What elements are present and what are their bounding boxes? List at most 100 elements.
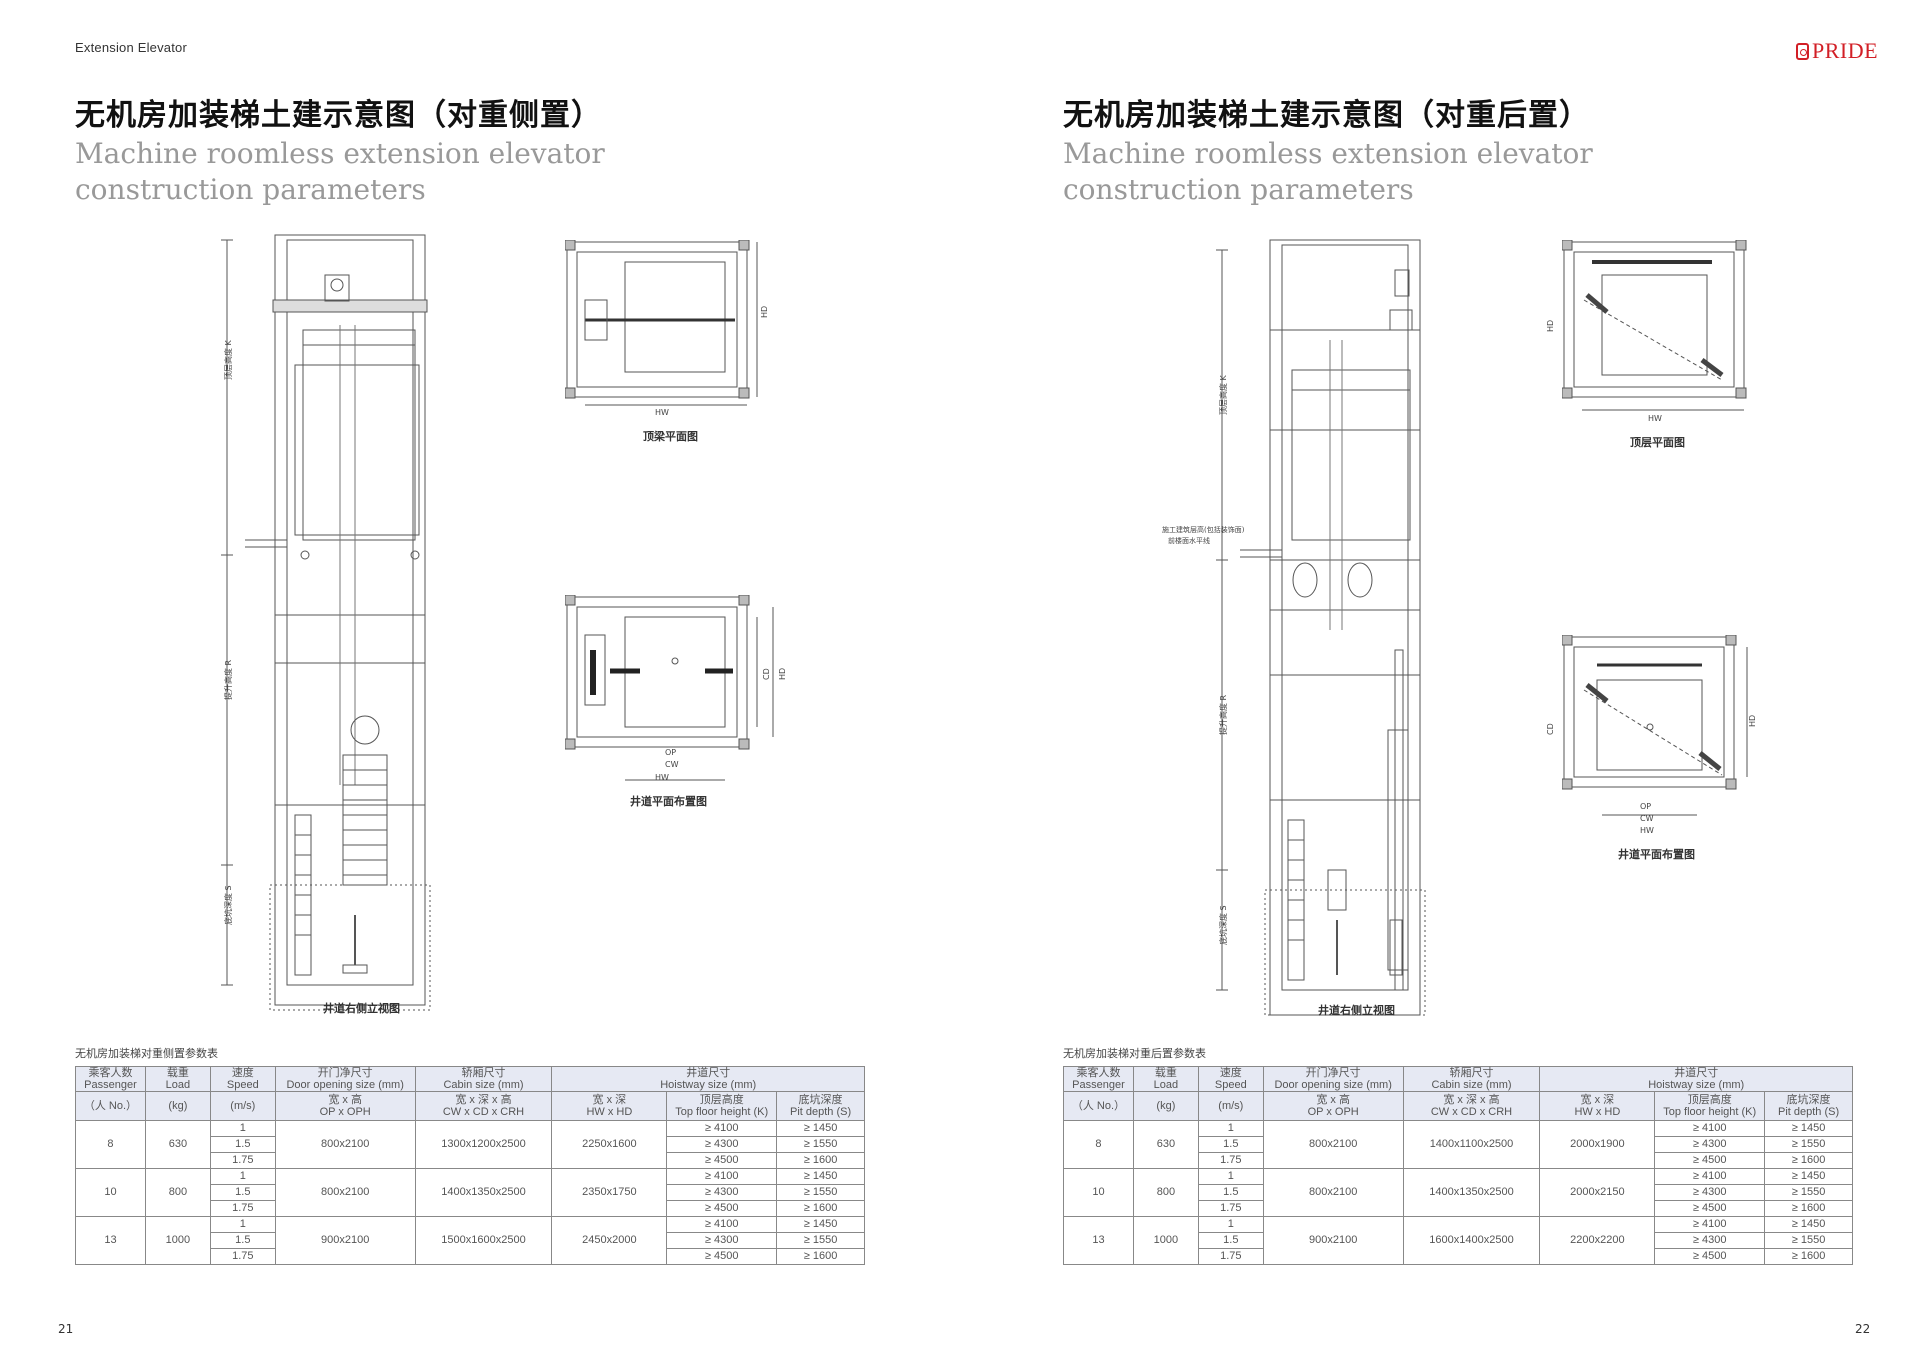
cell-door: 800x2100 <box>1262 1120 1404 1169</box>
left-table-body: 8 630 1 800x2100 1300x1200x2500 2250x160… <box>75 1120 865 1265</box>
cell-k: ≥ 4300 <box>666 1232 778 1249</box>
table-row: 1.75 ≥ 4500 ≥ 1600 <box>76 1152 865 1169</box>
cell-s: ≥ 1450 <box>1764 1120 1853 1137</box>
cell-k: ≥ 4100 <box>1654 1168 1766 1185</box>
left-shaft-plan-hd: HD <box>778 667 787 680</box>
cell-k: ≥ 4500 <box>666 1200 778 1217</box>
cell-k: ≥ 4500 <box>1654 1248 1766 1265</box>
cell-s: ≥ 1550 <box>1764 1136 1853 1153</box>
cell-hoistway: 2000x1900 <box>1539 1120 1656 1169</box>
left-label-pit: 底坑深度 S <box>224 885 233 925</box>
cell-load: 1000 <box>144 1216 211 1265</box>
cell-s: ≥ 1450 <box>776 1216 865 1233</box>
left-top-plan-hd: HD <box>760 305 769 318</box>
cell-speed: 1 <box>1197 1120 1264 1137</box>
cell-passenger: 8 <box>75 1120 146 1169</box>
cell-s: ≥ 1600 <box>1764 1248 1853 1265</box>
cell-s: ≥ 1600 <box>1764 1152 1853 1169</box>
cell-s: ≥ 1600 <box>776 1248 865 1265</box>
table-row: 1.5 ≥ 4300 ≥ 1550 <box>76 1184 865 1201</box>
right-elevation-drawing <box>1210 230 1440 1020</box>
left-title-en-line1: Machine roomless extension elevator <box>75 137 605 170</box>
cell-s: ≥ 1450 <box>776 1120 865 1137</box>
cell-speed: 1.75 <box>209 1152 276 1169</box>
cell-door: 800x2100 <box>274 1168 416 1217</box>
left-title-en: Machine roomless extension elevator cons… <box>75 136 605 208</box>
cell-s: ≥ 1600 <box>776 1152 865 1169</box>
cell-cabin: 1600x1400x2500 <box>1402 1216 1541 1265</box>
table-row: 10 800 1 800x2100 1400x1350x2500 2000x21… <box>1063 1168 1853 1217</box>
right-title-en-line2: construction parameters <box>1063 173 1414 206</box>
cell-speed: 1.75 <box>209 1200 276 1217</box>
cell-s: ≥ 1600 <box>776 1200 865 1217</box>
cell-door: 800x2100 <box>274 1120 416 1169</box>
left-label-top-height: 顶层高度 K <box>224 340 233 380</box>
cell-speed: 1.5 <box>1197 1232 1264 1249</box>
cell-speed: 1.75 <box>209 1248 276 1265</box>
cell-cabin: 1400x1350x2500 <box>414 1168 553 1217</box>
right-label-travel: 提升高度 R <box>1219 694 1228 735</box>
right-top-plan-hw: HW <box>1648 414 1662 423</box>
right-title-en-line1: Machine roomless extension elevator <box>1063 137 1593 170</box>
cell-hoistway: 2200x2200 <box>1539 1216 1656 1265</box>
cell-door: 800x2100 <box>1262 1168 1404 1217</box>
right-label-pit: 底坑深度 S <box>1219 905 1228 945</box>
cell-speed: 1.5 <box>209 1184 276 1201</box>
left-label-travel: 提升高度 R <box>224 659 233 700</box>
th-unit-speed: (m/s) <box>209 1091 276 1121</box>
right-shaft-plan-op: OP <box>1640 802 1652 811</box>
cell-k: ≥ 4300 <box>666 1136 778 1153</box>
cell-speed: 1 <box>209 1168 276 1185</box>
cell-s: ≥ 1450 <box>1764 1216 1853 1233</box>
brand-name: PRIDE <box>1812 38 1879 63</box>
table-row: 13 1000 1 900x2100 1500x1600x2500 2450x2… <box>75 1216 865 1265</box>
cell-k: ≥ 4300 <box>666 1184 778 1201</box>
left-top-plan-drawing <box>565 240 765 420</box>
table-row: 1.75 ≥ 4500 ≥ 1600 <box>1064 1248 1853 1265</box>
cell-s: ≥ 1450 <box>1764 1168 1853 1185</box>
cell-load: 1000 <box>1132 1216 1199 1265</box>
cell-speed: 1.5 <box>209 1136 276 1153</box>
cell-hoistway: 2450x2000 <box>551 1216 668 1265</box>
cell-passenger: 10 <box>1063 1168 1134 1217</box>
cell-s: ≥ 1450 <box>776 1168 865 1185</box>
right-shaft-plan-drawing <box>1562 635 1762 835</box>
cell-k: ≥ 4500 <box>1654 1200 1766 1217</box>
right-caption-top-plan: 顶层平面图 <box>1630 436 1685 449</box>
table-row: 8 630 1 800x2100 1300x1200x2500 2250x160… <box>75 1120 865 1169</box>
cell-passenger: 13 <box>75 1216 146 1265</box>
cell-speed: 1 <box>209 1216 276 1233</box>
table-row: 1.5 ≥ 4300 ≥ 1550 <box>1064 1232 1853 1249</box>
right-caption-shaft-plan: 井道平面布置图 <box>1618 848 1695 861</box>
right-title-zh: 无机房加装梯土建示意图（对重后置） <box>1063 98 1590 133</box>
cell-k: ≥ 4100 <box>666 1168 778 1185</box>
table-row: 10 800 1 800x2100 1400x1350x2500 2350x17… <box>75 1168 865 1217</box>
left-caption-elevation: 井道右侧立视图 <box>323 1002 400 1015</box>
cell-speed: 1.5 <box>209 1232 276 1249</box>
cell-k: ≥ 4100 <box>1654 1120 1766 1137</box>
cell-speed: 1.5 <box>1197 1136 1264 1153</box>
left-title-zh: 无机房加装梯土建示意图（对重侧置） <box>75 98 602 133</box>
cell-cabin: 1400x1350x2500 <box>1402 1168 1541 1217</box>
right-label-note2: 前楼面水平线 <box>1168 537 1210 545</box>
cell-load: 800 <box>144 1168 211 1217</box>
cell-passenger: 13 <box>1063 1216 1134 1265</box>
cell-speed: 1.75 <box>1197 1152 1264 1169</box>
cell-s: ≥ 1550 <box>1764 1232 1853 1249</box>
cell-k: ≥ 4500 <box>666 1248 778 1265</box>
cell-k: ≥ 4100 <box>1654 1216 1766 1233</box>
cell-load: 630 <box>144 1120 211 1169</box>
table-row: 13 1000 1 900x2100 1600x1400x2500 2200x2… <box>1063 1216 1853 1265</box>
left-top-plan-hw: HW <box>655 408 669 417</box>
table-row: 1.5 ≥ 4300 ≥ 1550 <box>1064 1184 1853 1201</box>
